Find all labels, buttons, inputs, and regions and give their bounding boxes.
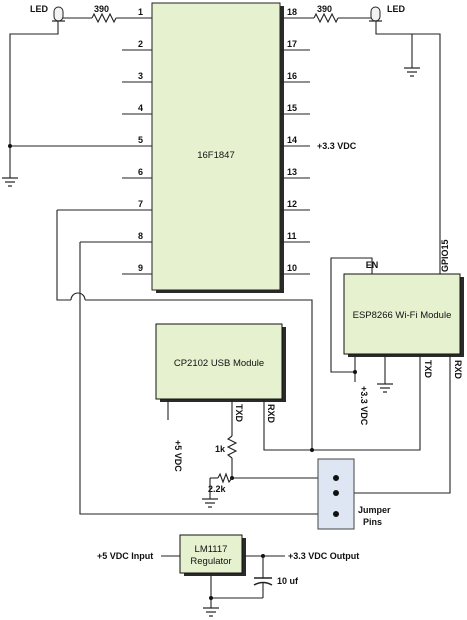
lm1117-body — [179, 534, 243, 574]
pin-number-3: 3 — [138, 71, 143, 81]
pin-number-6: 6 — [138, 167, 143, 177]
pin-number-8: 8 — [138, 231, 143, 241]
gpio15-label: GPIO15 — [440, 239, 450, 272]
ground-esp-icon — [377, 354, 393, 393]
left-led-circuit: LED 390 — [2, 4, 152, 187]
cap-label: 10 uf — [277, 576, 299, 586]
resistor-390-right-label: 390 — [317, 4, 332, 14]
led-left-icon — [52, 6, 65, 22]
ground-reg-icon — [203, 607, 219, 617]
cp2102-name: CP2102 USB Module — [174, 358, 264, 369]
resistor-2k2-label: 2.2k — [208, 484, 227, 494]
led-left-label: LED — [30, 4, 49, 14]
pin14-supply-label: +3.3 VDC — [317, 141, 357, 151]
serial-wires — [56, 210, 451, 515]
jumper-block: Jumper Pins — [317, 458, 391, 530]
esp8266-name: ESP8266 Wi-Fi Module — [353, 310, 452, 321]
reg-input-label: +5 VDC Input — [97, 551, 153, 561]
pin-number-2: 2 — [138, 39, 143, 49]
ground-right-icon — [404, 67, 420, 77]
pin-number-14: 14 — [287, 135, 297, 145]
pin-number-4: 4 — [138, 103, 143, 113]
esp8266-module: ESP8266 Wi-Fi Module GPIO15 EN +3.3 VDC … — [330, 239, 464, 426]
cp-txd-label: TXD — [234, 404, 244, 423]
esp-rxd-label: RXD — [453, 360, 463, 380]
pin-number-13: 13 — [287, 167, 297, 177]
led-right-label: LED — [387, 4, 406, 14]
right-pin-stubs — [280, 17, 314, 275]
pin-number-15: 15 — [287, 103, 297, 113]
esp8266-body — [343, 273, 461, 355]
left-pin-stubs — [10, 17, 152, 275]
cp2102-module: CP2102 USB Module +5 VDC TXD RXD 1k 2.2k — [155, 323, 421, 508]
jumper-label-line1: Jumper — [358, 505, 391, 515]
cp-5v-label: +5 VDC — [173, 440, 183, 472]
microcontroller: 16F1847 1 2 3 4 5 — [10, 2, 357, 293]
pin-number-12: 12 — [287, 199, 297, 209]
esp-33v-label: +3.3 VDC — [359, 386, 369, 426]
resistor-390-left-label: 390 — [94, 4, 109, 14]
pin-number-17: 17 — [287, 39, 297, 49]
resistor-1k-label: 1k — [215, 444, 226, 454]
jumper-label-line2: Pins — [363, 517, 382, 527]
lm1117-name-line1: LM1117 — [195, 544, 228, 555]
ground-left-icon — [2, 146, 18, 187]
resistor-1k — [226, 435, 238, 459]
esp-txd-label: TXD — [423, 360, 433, 379]
resistor-390-right — [313, 12, 339, 24]
pin-number-9: 9 — [138, 263, 143, 273]
pin-number-18: 18 — [287, 7, 297, 17]
chip-body — [151, 2, 281, 291]
capacitor-icon — [253, 556, 273, 598]
lm1117-name-line2: Regulator — [190, 556, 231, 567]
resistor-2k2 — [217, 472, 233, 484]
right-led-circuit: 390 LED — [313, 4, 441, 274]
pin-number-5: 5 — [138, 135, 143, 145]
resistor-390-left — [91, 12, 117, 24]
reg-output-label: +3.3 VDC Output — [288, 551, 359, 561]
chip-name: 16F1847 — [197, 150, 235, 161]
pin-number-16: 16 — [287, 71, 297, 81]
cp-rxd-label: RXD — [266, 404, 276, 424]
pin-number-11: 11 — [287, 231, 297, 241]
pin-number-7: 7 — [138, 199, 143, 209]
cp2102-body — [155, 323, 283, 400]
ground-2k2-icon — [202, 478, 218, 508]
pin-number-10: 10 — [287, 263, 297, 273]
regulator-circuit: +5 VDC Input LM1117 Regulator +3.3 VDC O… — [97, 534, 359, 617]
led-right-icon — [369, 6, 382, 22]
pin-number-1: 1 — [138, 7, 143, 17]
